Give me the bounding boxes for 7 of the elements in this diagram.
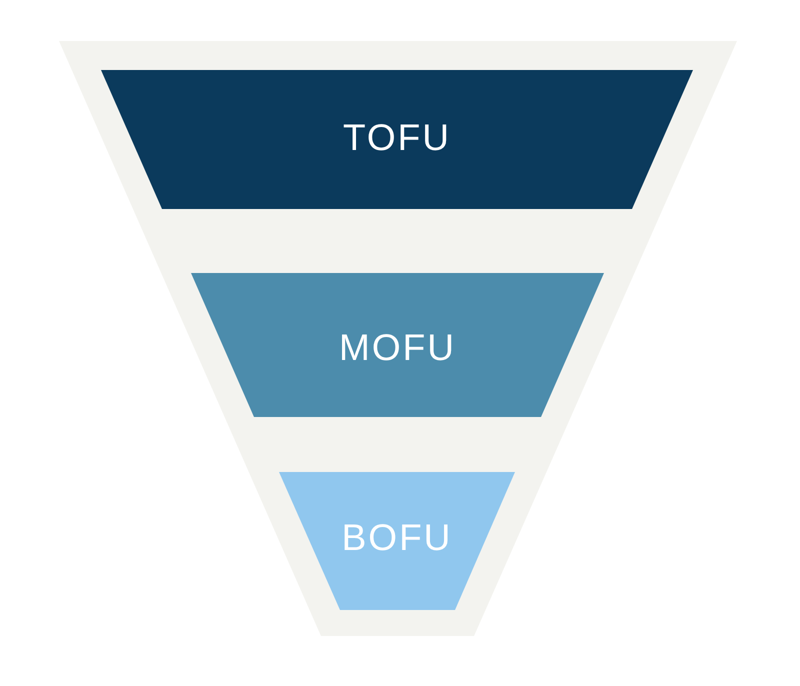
stage-label: BOFU [342, 518, 452, 556]
stage-label: MOFU [339, 328, 456, 366]
funnel-stage [191, 273, 604, 417]
stage-label: TOFU [342, 119, 452, 156]
funnel-stage [279, 472, 515, 610]
funnel-background [59, 41, 737, 636]
funnel-stage [101, 70, 693, 209]
